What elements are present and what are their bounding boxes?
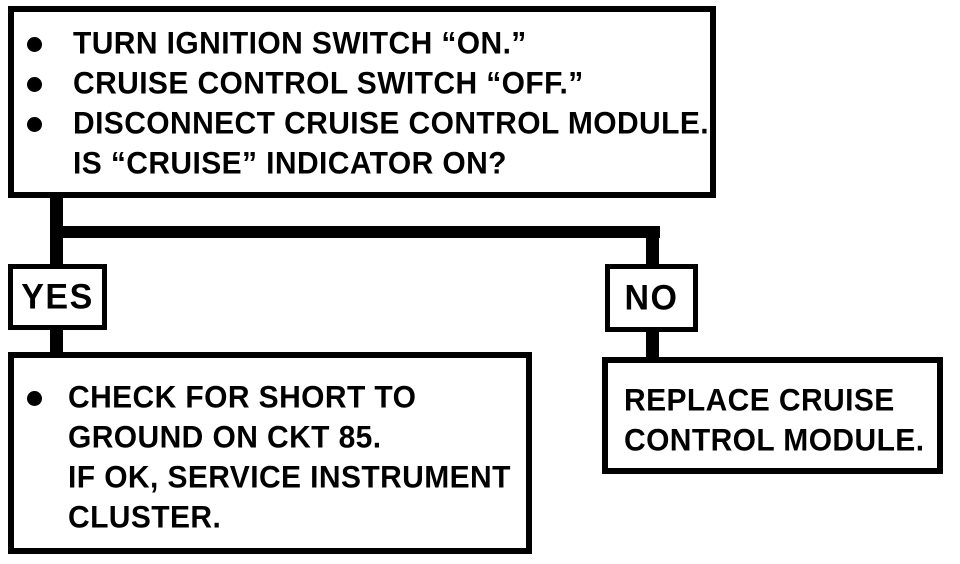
result-line-text: GROUND ON CKT 85. xyxy=(68,420,382,455)
procedure-box: TURN IGNITION SWITCH “ON.” CRUISE CONTRO… xyxy=(8,6,716,198)
result-line-text: REPLACE CRUISE xyxy=(624,383,895,418)
bullet-icon xyxy=(27,116,42,132)
result-line: CLUSTER. xyxy=(14,498,526,538)
yes-result-box: CHECK FOR SHORT TO GROUND ON CKT 85. IF … xyxy=(8,352,532,554)
connector-yes-to-result xyxy=(50,328,63,355)
result-line-text: CHECK FOR SHORT TO xyxy=(68,380,417,415)
result-line: GROUND ON CKT 85. xyxy=(14,418,526,458)
procedure-question: IS “CRUISE” INDICATOR ON? xyxy=(14,144,710,184)
procedure-step-text: TURN IGNITION SWITCH “ON.” xyxy=(73,26,527,61)
result-line-text: IF OK, SERVICE INSTRUMENT xyxy=(68,460,511,495)
procedure-step-text: CRUISE CONTROL SWITCH “OFF.” xyxy=(73,66,584,101)
no-result-box: REPLACE CRUISE CONTROL MODULE. xyxy=(602,357,943,474)
bullet-icon xyxy=(27,390,42,406)
bullet-icon xyxy=(27,36,42,52)
procedure-step: CRUISE CONTROL SWITCH “OFF.” xyxy=(14,64,710,104)
result-line-text: CONTROL MODULE. xyxy=(624,423,925,458)
procedure-step: TURN IGNITION SWITCH “ON.” xyxy=(14,24,710,64)
connector-no-to-result xyxy=(646,330,659,360)
bullet-icon xyxy=(27,76,42,92)
no-branch-label: NO xyxy=(605,264,698,332)
result-line: CHECK FOR SHORT TO xyxy=(14,378,526,418)
connector-bar-to-no xyxy=(646,226,659,266)
result-line: CONTROL MODULE. xyxy=(624,421,937,461)
yes-label-text: YES xyxy=(21,276,94,317)
result-line-text: CLUSTER. xyxy=(68,500,222,535)
no-label-text: NO xyxy=(624,277,679,318)
procedure-question-text: IS “CRUISE” INDICATOR ON? xyxy=(73,146,507,181)
yes-branch-label: YES xyxy=(8,264,107,330)
result-line: REPLACE CRUISE xyxy=(624,381,937,421)
connector-branch-bar xyxy=(50,226,660,238)
result-line: IF OK, SERVICE INSTRUMENT xyxy=(14,458,526,498)
procedure-step: DISCONNECT CRUISE CONTROL MODULE. xyxy=(14,104,710,144)
procedure-step-text: DISCONNECT CRUISE CONTROL MODULE. xyxy=(73,106,709,141)
